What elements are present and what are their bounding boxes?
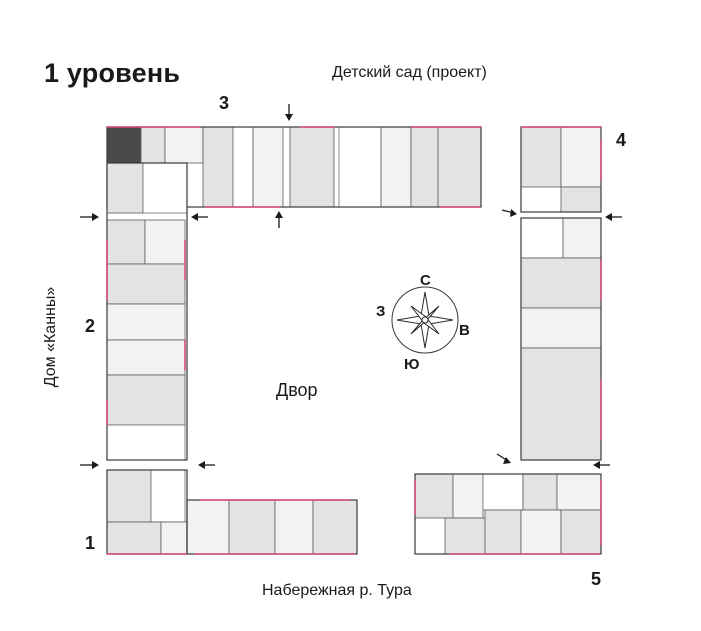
- unit[interactable]: [164, 126, 204, 164]
- compass-south-label: Ю: [404, 356, 420, 373]
- unit[interactable]: [144, 219, 186, 265]
- unit[interactable]: [106, 339, 186, 376]
- unit[interactable]: [228, 499, 276, 555]
- unit[interactable]: [410, 126, 439, 208]
- unit[interactable]: [520, 257, 602, 309]
- section-number-3: 3: [219, 93, 230, 113]
- compass-west-label: З: [376, 303, 386, 320]
- section-number-1: 1: [85, 533, 96, 553]
- highlighted-unit[interactable]: [106, 126, 142, 164]
- passage: [338, 126, 382, 208]
- unit[interactable]: [274, 499, 314, 555]
- unit[interactable]: [202, 126, 234, 208]
- unit[interactable]: [186, 499, 230, 555]
- section-number-5: 5: [591, 569, 602, 589]
- left-caption: Дом «Канны»: [42, 286, 59, 388]
- unit[interactable]: [106, 263, 186, 305]
- unit[interactable]: [289, 126, 335, 208]
- unit[interactable]: [437, 126, 482, 208]
- unit[interactable]: [140, 126, 166, 164]
- bottom-caption: Набережная р. Тура: [262, 582, 412, 599]
- level-title: 1 уровень: [44, 58, 181, 88]
- unit[interactable]: [520, 509, 562, 555]
- unit[interactable]: [106, 219, 146, 265]
- block-top: [106, 126, 482, 208]
- stair-core: [482, 473, 524, 511]
- unit[interactable]: [106, 162, 144, 214]
- block-bottom-right: [414, 473, 602, 555]
- stair-core: [142, 162, 188, 214]
- unit[interactable]: [560, 186, 602, 213]
- unit[interactable]: [560, 509, 602, 555]
- compass-rose: [391, 286, 459, 354]
- unit[interactable]: [452, 473, 484, 519]
- unit[interactable]: [414, 473, 454, 519]
- unit[interactable]: [520, 126, 562, 188]
- unit[interactable]: [556, 473, 602, 511]
- section-number-2: 2: [85, 316, 96, 336]
- unit[interactable]: [312, 499, 358, 555]
- stair-core: [106, 424, 186, 461]
- unit[interactable]: [106, 469, 152, 523]
- unit[interactable]: [252, 126, 284, 208]
- unit[interactable]: [444, 517, 486, 555]
- block-left: [106, 162, 188, 461]
- unit[interactable]: [106, 303, 186, 341]
- unit[interactable]: [562, 217, 602, 259]
- unit[interactable]: [560, 126, 602, 188]
- compass-north-label: С: [420, 272, 431, 289]
- block-right: [520, 126, 602, 461]
- unit[interactable]: [106, 521, 162, 555]
- unit[interactable]: [106, 374, 186, 426]
- unit[interactable]: [520, 347, 602, 461]
- yard-label: Двор: [276, 380, 318, 400]
- compass-east-label: В: [459, 322, 470, 339]
- top-caption: Детский сад (проект): [332, 64, 487, 81]
- stair-core: [520, 217, 564, 259]
- unit[interactable]: [380, 126, 412, 208]
- section-number-4: 4: [616, 130, 627, 150]
- stair-core: [150, 469, 186, 523]
- unit[interactable]: [522, 473, 558, 511]
- unit[interactable]: [160, 521, 188, 555]
- unit[interactable]: [520, 307, 602, 349]
- stair-core: [232, 126, 254, 208]
- unit[interactable]: [484, 509, 522, 555]
- block-bottom: [106, 469, 358, 555]
- entrance-arrows: [80, 104, 622, 469]
